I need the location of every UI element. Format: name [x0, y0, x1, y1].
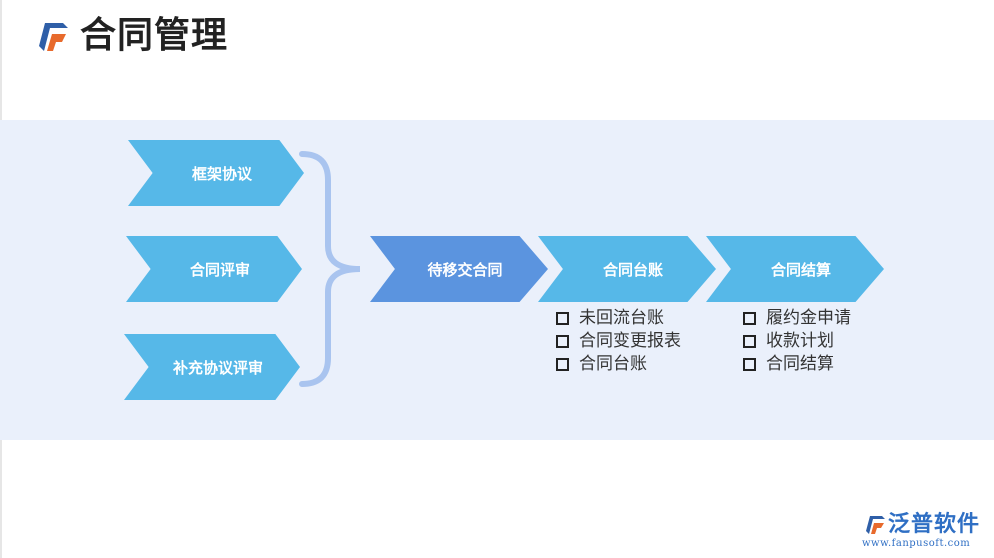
- checkbox-icon: [556, 358, 569, 371]
- input-chevron-framework-agreement: 框架协议: [128, 140, 304, 206]
- checkbox-icon: [556, 312, 569, 325]
- input-label: 框架协议: [191, 164, 252, 183]
- list-item: 收款计划: [743, 330, 851, 353]
- input-chevron-contract-review: 合同评审: [126, 236, 302, 302]
- brand-logo-icon: [866, 516, 885, 534]
- brand-url: www.fanpusoft.com: [862, 538, 971, 549]
- checkbox-icon: [743, 312, 756, 325]
- input-label: 合同评审: [189, 260, 250, 279]
- company-logo-icon: [39, 23, 68, 51]
- input-chevron-supplementary-review: 补充协议评审: [124, 334, 300, 400]
- brand-watermark: 泛普软件 www.fanpusoft.com: [860, 510, 990, 554]
- list-item-label: 合同台账: [579, 354, 647, 374]
- list-item-label: 合同变更报表: [579, 331, 681, 351]
- ledger-item-list: 未回流台账 合同变更报表 合同台账: [556, 307, 681, 376]
- settlement-item-list: 履约金申请 收款计划 合同结算: [743, 307, 851, 376]
- list-item-label: 未回流台账: [579, 308, 664, 328]
- checkbox-icon: [743, 335, 756, 348]
- flow-label: 合同台账: [602, 260, 663, 279]
- list-item-label: 履约金申请: [766, 308, 851, 328]
- flow-chevron-contract-ledger: 合同台账: [538, 236, 716, 302]
- page-title: 合同管理: [80, 15, 229, 56]
- flow-chevron-pending-handover: 待移交合同: [370, 236, 548, 302]
- list-item: 合同结算: [743, 353, 851, 376]
- input-label: 补充协议评审: [172, 358, 263, 377]
- merge-brace: [299, 151, 361, 387]
- list-item: 合同变更报表: [556, 330, 681, 353]
- list-item-label: 合同结算: [766, 354, 834, 374]
- flow-label: 待移交合同: [427, 260, 503, 279]
- list-item: 履约金申请: [743, 307, 851, 330]
- list-item: 合同台账: [556, 353, 681, 376]
- checkbox-icon: [556, 335, 569, 348]
- list-item: 未回流台账: [556, 307, 681, 330]
- flow-label: 合同结算: [770, 260, 831, 279]
- list-item-label: 收款计划: [766, 331, 834, 351]
- brand-name: 泛普软件: [888, 512, 981, 537]
- checkbox-icon: [743, 358, 756, 371]
- flow-chevron-contract-settlement: 合同结算: [706, 236, 884, 302]
